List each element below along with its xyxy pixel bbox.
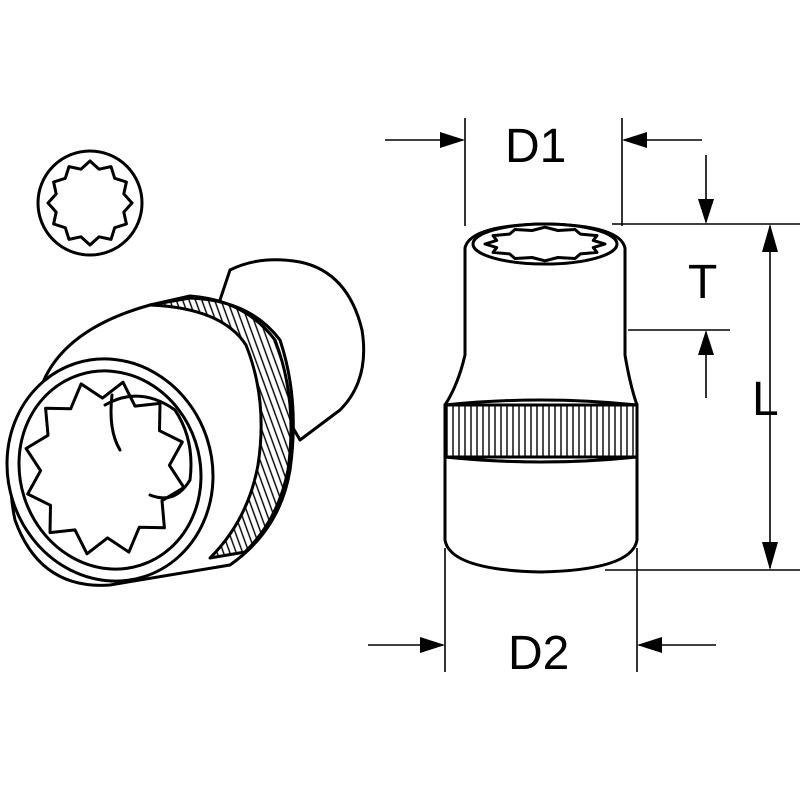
label-d1: D1 [505,120,566,173]
label-l: L [752,373,779,426]
perspective-socket [5,258,366,587]
label-t: T [688,256,717,309]
side-view-socket [443,222,639,574]
label-d2: D2 [508,627,569,680]
end-view-icon [36,149,144,257]
dimension-lines [368,118,800,672]
